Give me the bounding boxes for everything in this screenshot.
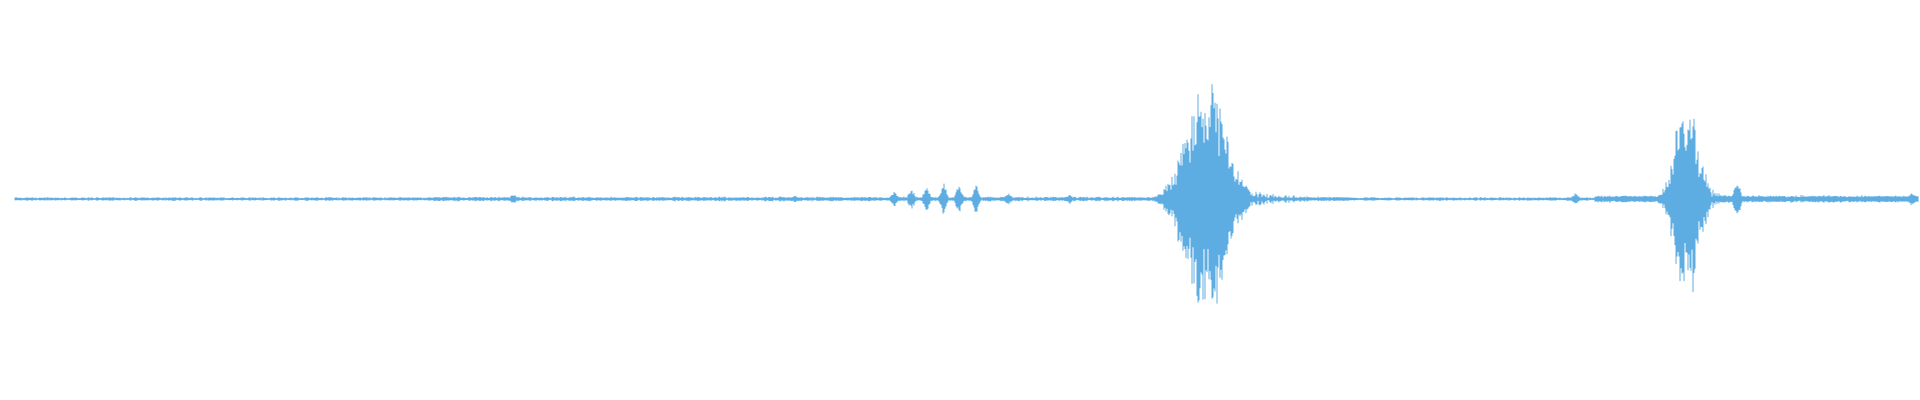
waveform-samples [14, 84, 1919, 304]
waveform-trace [14, 84, 1919, 304]
